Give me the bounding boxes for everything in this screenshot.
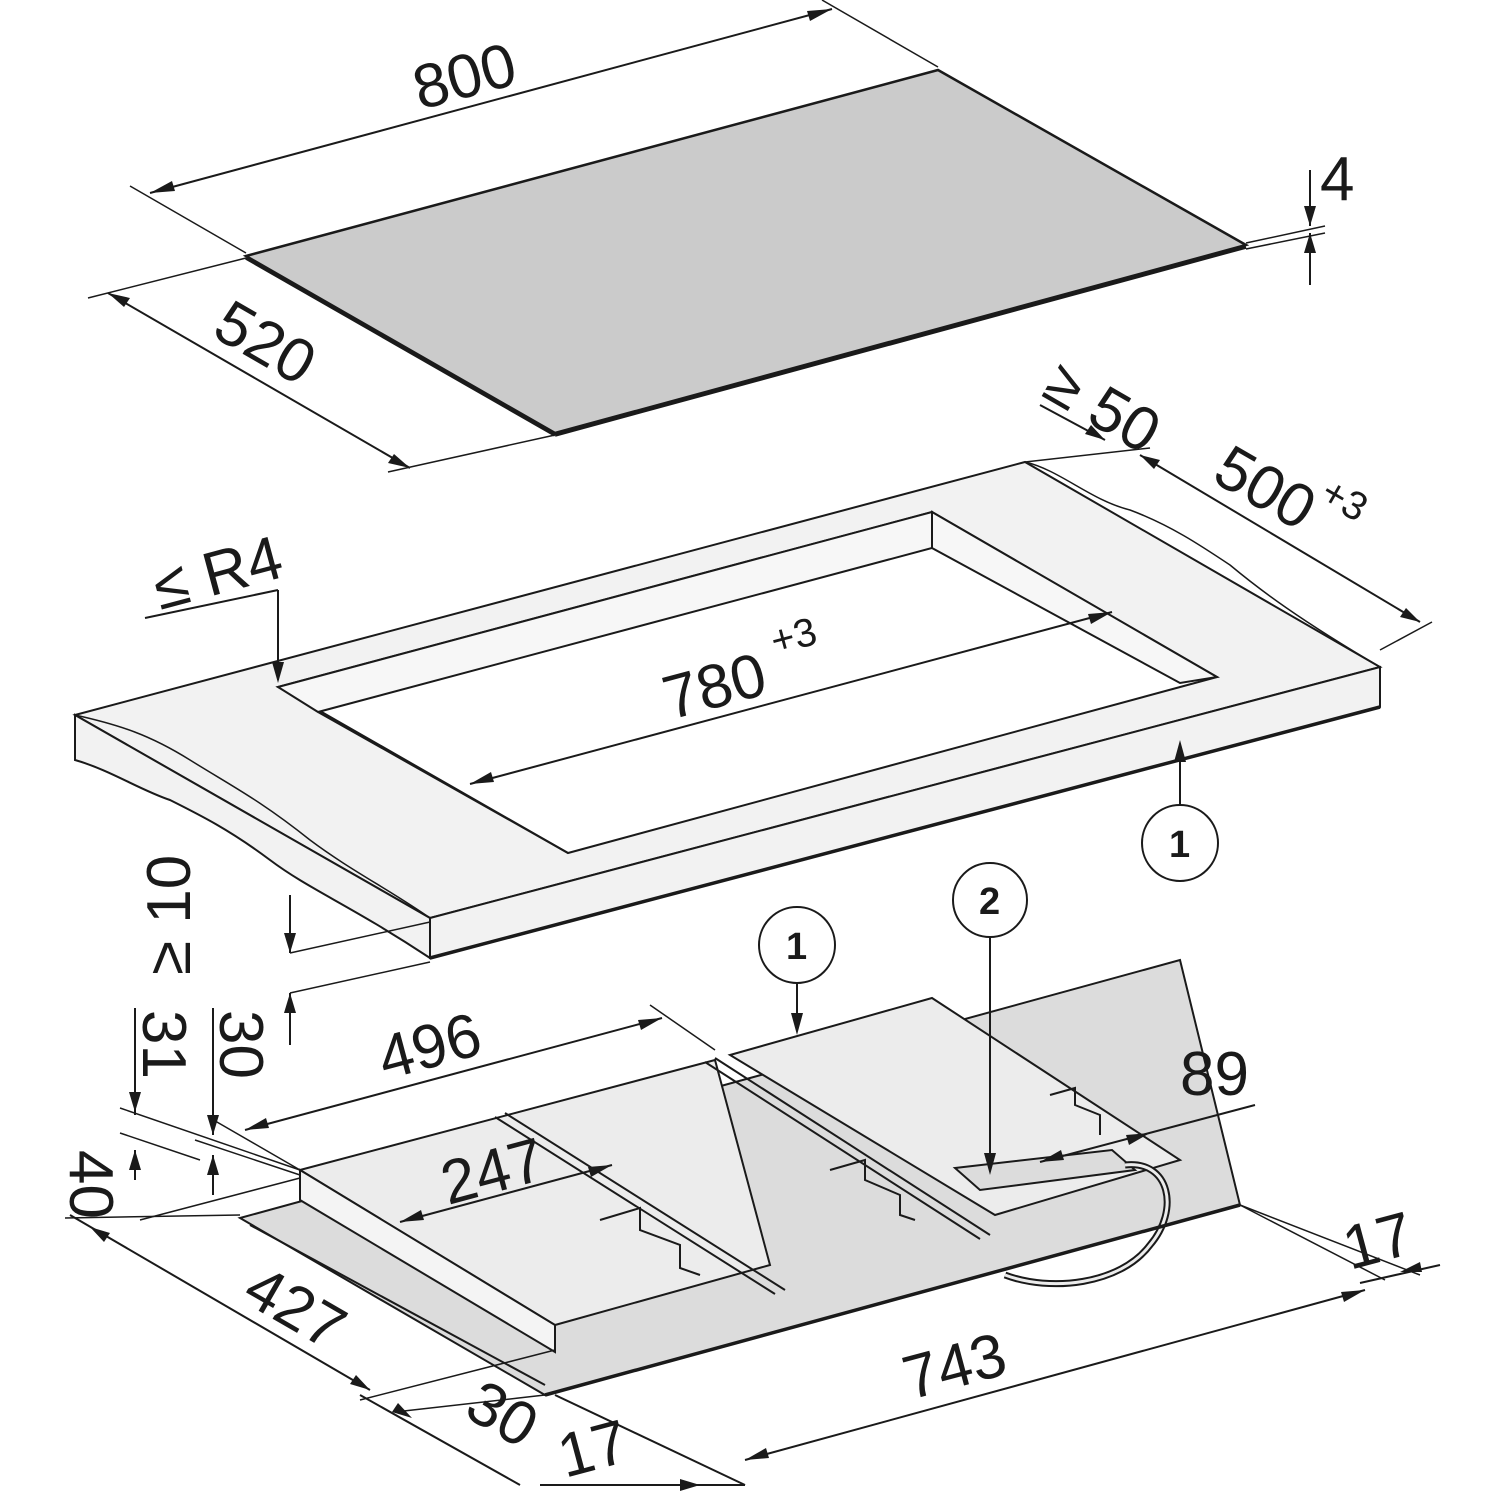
label-89: 89 — [1180, 1040, 1249, 1109]
callout-connection-box-number: 2 — [979, 881, 1000, 923]
label-glass-thickness: 4 — [1320, 145, 1354, 214]
label-height-31: 31 — [129, 1010, 198, 1079]
callout-worktop: 1 — [1141, 740, 1219, 882]
label-bottom-17: 17 — [551, 1407, 635, 1491]
label-min-gap: ≥ 10 — [135, 855, 204, 975]
label-corner-radius: ≤ R4 — [146, 523, 290, 623]
label-cutout-depth: 500 — [1203, 432, 1327, 543]
dim-89: 89 — [1039, 1040, 1256, 1163]
worktop — [72, 460, 1383, 960]
dim-zone-width: 247 — [399, 1125, 613, 1223]
dim-min-gap: ≥ 10 — [135, 855, 431, 1045]
dim-right-17: 17 — [1239, 1199, 1441, 1284]
dim-left-heights: 31 30 40 — [56, 1008, 301, 1221]
dim-glass-thickness: 4 — [1245, 145, 1354, 285]
glass-panel — [242, 68, 1250, 437]
label-height-30: 30 — [206, 1010, 275, 1079]
callout-hob-body-number: 1 — [786, 926, 807, 968]
dim-rear-clearance: ≥ 50 — [1033, 347, 1172, 467]
label-width-743: 743 — [896, 1320, 1014, 1413]
label-unit-width: 496 — [371, 1000, 489, 1093]
label-height-40: 40 — [56, 1150, 125, 1219]
callout-hob-body: 1 — [758, 906, 836, 1035]
callout-connection-box: 2 — [952, 862, 1028, 1175]
label-glass-width: 800 — [406, 30, 524, 123]
label-glass-depth: 520 — [203, 287, 327, 398]
callout-worktop-number: 1 — [1169, 824, 1190, 866]
label-cutout-depth-tol: +3 — [1314, 470, 1375, 531]
dim-corner-radius: ≤ R4 — [144, 523, 290, 683]
label-rear-clearance: ≥ 50 — [1033, 347, 1172, 467]
